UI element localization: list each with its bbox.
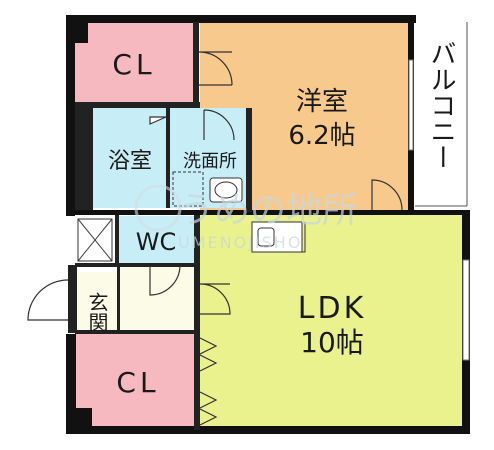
- closet-top-label: CL: [112, 48, 155, 81]
- bath-area: [93, 108, 168, 208]
- balcony-area: [415, 22, 467, 206]
- entrance-area: [77, 272, 117, 330]
- ldk-area: [200, 214, 464, 430]
- closet-bottom-label: CL: [116, 366, 159, 399]
- fixtures: [77, 171, 306, 262]
- watermark-en: UMENOJISHO: [178, 233, 302, 252]
- western-room-label: 洋室: [296, 87, 348, 117]
- balcony-label: バルコニー: [426, 40, 456, 170]
- closet-bottom-area: [75, 334, 197, 430]
- ldk-size: 10帖: [300, 326, 364, 359]
- entrance-label: 玄関: [85, 292, 109, 332]
- kitchen-sink: [251, 221, 303, 253]
- wc-label: WC: [136, 228, 177, 256]
- storage-x-icon: [77, 218, 113, 262]
- ldk-label: LDK: [298, 291, 367, 326]
- bath-label: 浴室: [108, 149, 152, 174]
- western-room-size: 6.2帖: [288, 121, 355, 151]
- watermark-jp: うめの地所: [178, 190, 358, 231]
- washroom-label: 洗面所: [183, 151, 237, 172]
- watermark: うめの地所 UMENOJISHO: [134, 184, 358, 252]
- wc-area: [118, 216, 194, 264]
- interior-walls: [68, 22, 252, 430]
- windows: [408, 22, 470, 361]
- hall-area: [117, 266, 197, 330]
- door-swings: [27, 51, 403, 426]
- closet-top-area: [75, 22, 193, 102]
